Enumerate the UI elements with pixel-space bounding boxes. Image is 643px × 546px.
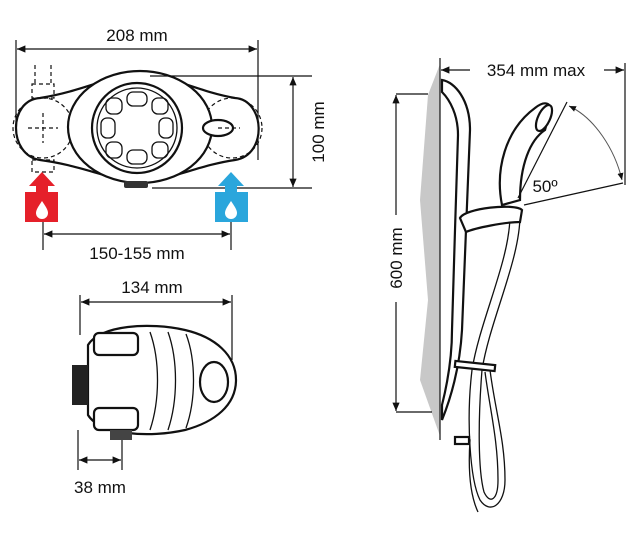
knob-grip-slots [100,91,174,165]
wall-shading [420,64,440,436]
spray-head [534,103,554,133]
hose-end [453,435,471,446]
hot-water-inlet-icon [25,172,58,222]
depth-label: 134 mm [121,278,182,297]
width-label: 208 mm [106,26,167,45]
hose-retaining-ring [453,359,497,373]
front-view: 208 mm 100 mm [12,26,328,263]
cold-water-inlet-icon [215,172,248,222]
projection-label: 38 mm [74,478,126,497]
slider-bracket [458,205,524,234]
inlet-spacing-label: 150-155 mm [89,244,184,263]
angle-arc [568,105,624,181]
side-outlet [110,430,132,440]
length-label: 600 mm [387,227,406,288]
angle-label: 50º [532,177,557,196]
angle-line [517,101,568,199]
reach-label: 354 mm max [487,61,586,80]
height-label: 100 mm [309,101,328,162]
riser-rail [440,78,472,421]
wall-mount-plate [72,365,88,405]
control-knob [90,81,184,175]
riser-rail-view: 354 mm max 600 mm 50º [387,58,626,513]
side-view: 134 mm 38 mm [72,278,238,497]
bottom-outlet [124,181,148,188]
